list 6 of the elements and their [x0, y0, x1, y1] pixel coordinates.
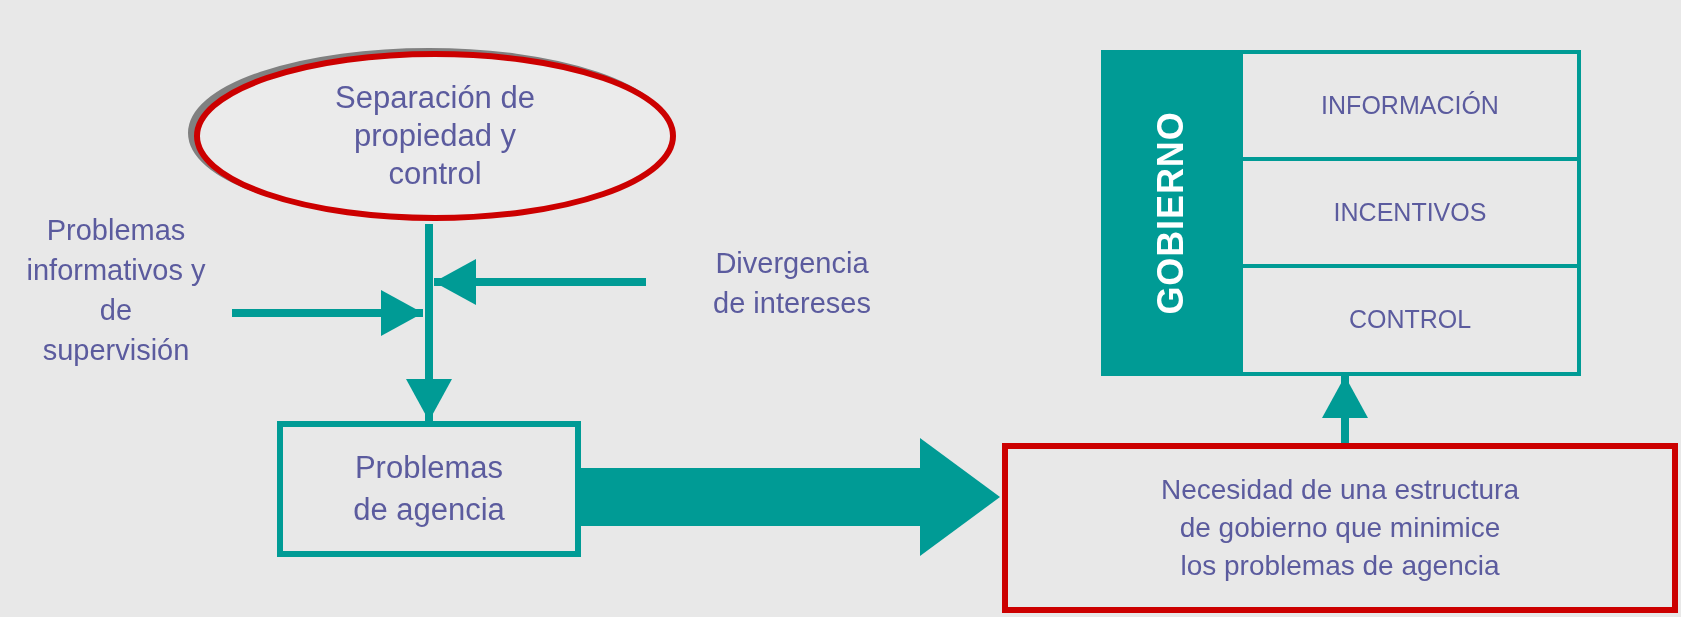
process-box: Problemas de agencia [277, 421, 581, 557]
process-box: Necesidad de una estructura de gobierno que minimice los problemas de agencia [1002, 443, 1678, 613]
arrow [581, 438, 1000, 556]
header-block: GOBIERNO [1101, 50, 1241, 376]
text-label: Divergencia de intereses [646, 238, 896, 328]
text-label: Problemas informativos y de supervisión [0, 205, 232, 375]
